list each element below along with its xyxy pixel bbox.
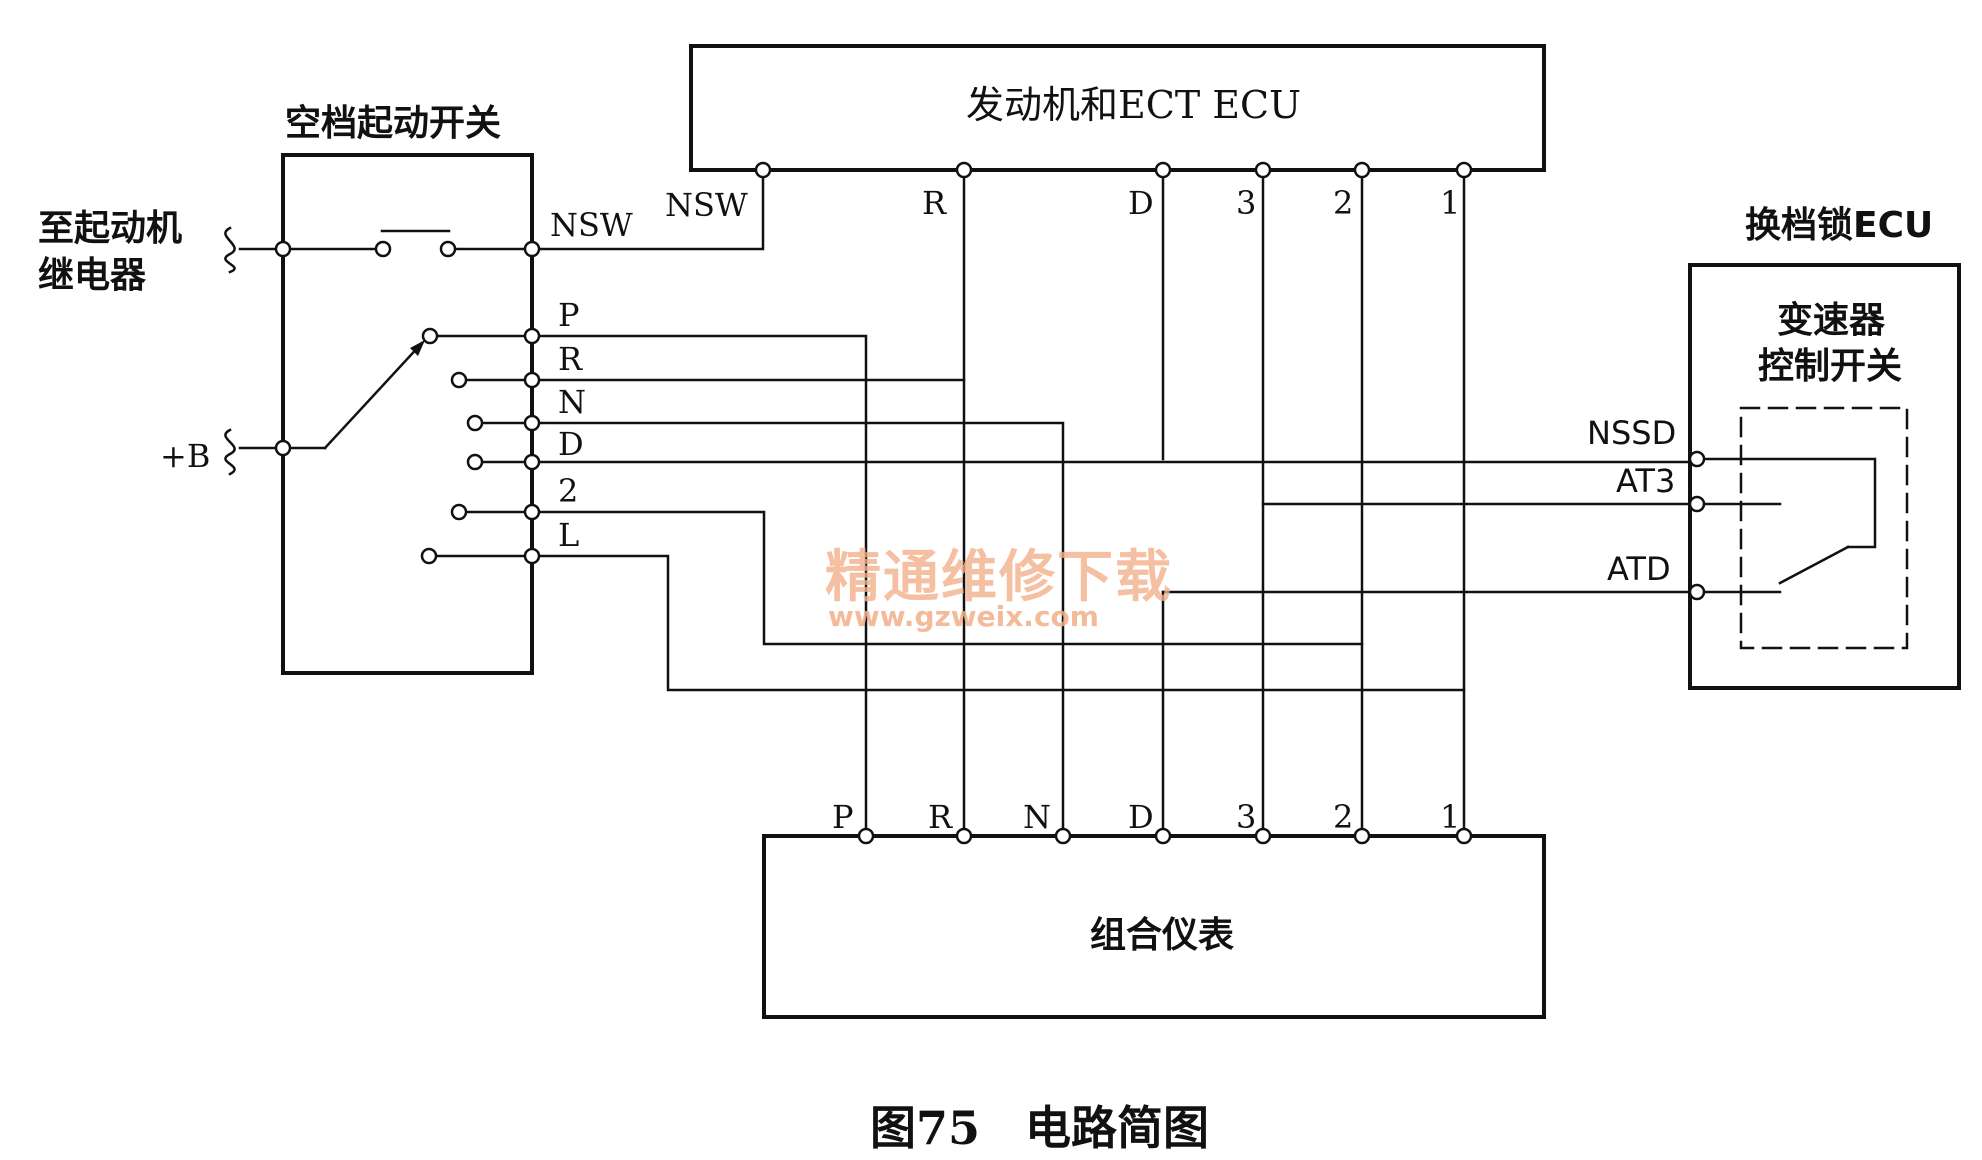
starter-relay-label-line2: 继电器: [38, 255, 147, 296]
transmission-control-switch-title-line1: 变速器: [1777, 299, 1886, 341]
meter-pin-1: 1: [1440, 798, 1460, 836]
engine-ecu-box: [689, 44, 1546, 172]
meter-pin-n: N: [1023, 798, 1051, 836]
ecu-pin-1: 1: [1440, 184, 1460, 222]
combination-meter-title: 组合仪表: [1090, 915, 1234, 956]
switch-pin-l: L: [558, 516, 579, 554]
shift-lock-ecu-title: 换档锁ECU: [1745, 205, 1933, 246]
switch-pin-r: R: [558, 340, 583, 378]
battery-terminal: [274, 439, 292, 457]
shift-lock-pin-at3: AT3: [1616, 462, 1675, 500]
combination-meter-box: [762, 834, 1546, 1019]
switch-pin-2: 2: [558, 472, 578, 510]
shift-lock-ecu-box: [1688, 263, 1961, 690]
switch-pin-n: N: [558, 383, 586, 421]
meter-pin-3: 3: [1236, 798, 1256, 836]
shift-lock-pin-nssd: NSSD: [1587, 414, 1676, 452]
ecu-pin-nsw: NSW: [665, 186, 748, 224]
switch-pin-nsw: NSW: [550, 206, 633, 244]
ecu-pin-d: D: [1128, 184, 1154, 222]
transmission-control-switch-box: [1739, 406, 1909, 650]
meter-pin-d: D: [1128, 798, 1154, 836]
meter-pin-r: R: [928, 798, 953, 836]
transmission-control-switch-title-line2: 控制开关: [1758, 346, 1902, 387]
watermark-url: www.gzweix.com: [828, 600, 1099, 633]
switch-pin-p: P: [558, 296, 580, 334]
switch-pin-d: D: [558, 425, 584, 463]
neutral-start-switch-box: [281, 153, 534, 675]
engine-ecu-title: 发动机和ECT ECU: [966, 83, 1301, 127]
watermark-text: 精通维修下载: [825, 545, 1173, 610]
ecu-pin-2: 2: [1333, 184, 1353, 222]
meter-pin-2: 2: [1333, 798, 1353, 836]
starter-relay-terminal: [274, 240, 292, 258]
figure-title: 电路简图: [1025, 1101, 1209, 1155]
shift-lock-pin-atd: ATD: [1607, 550, 1671, 588]
neutral-start-switch-title: 空档起动开关: [285, 103, 501, 144]
meter-pin-p: P: [832, 798, 854, 836]
ecu-pin-r: R: [922, 184, 947, 222]
battery-label: +B: [160, 437, 210, 475]
starter-relay-label-line1: 至起动机: [38, 208, 182, 249]
figure-number: 图75: [870, 1101, 980, 1155]
ecu-pin-3: 3: [1236, 184, 1256, 222]
